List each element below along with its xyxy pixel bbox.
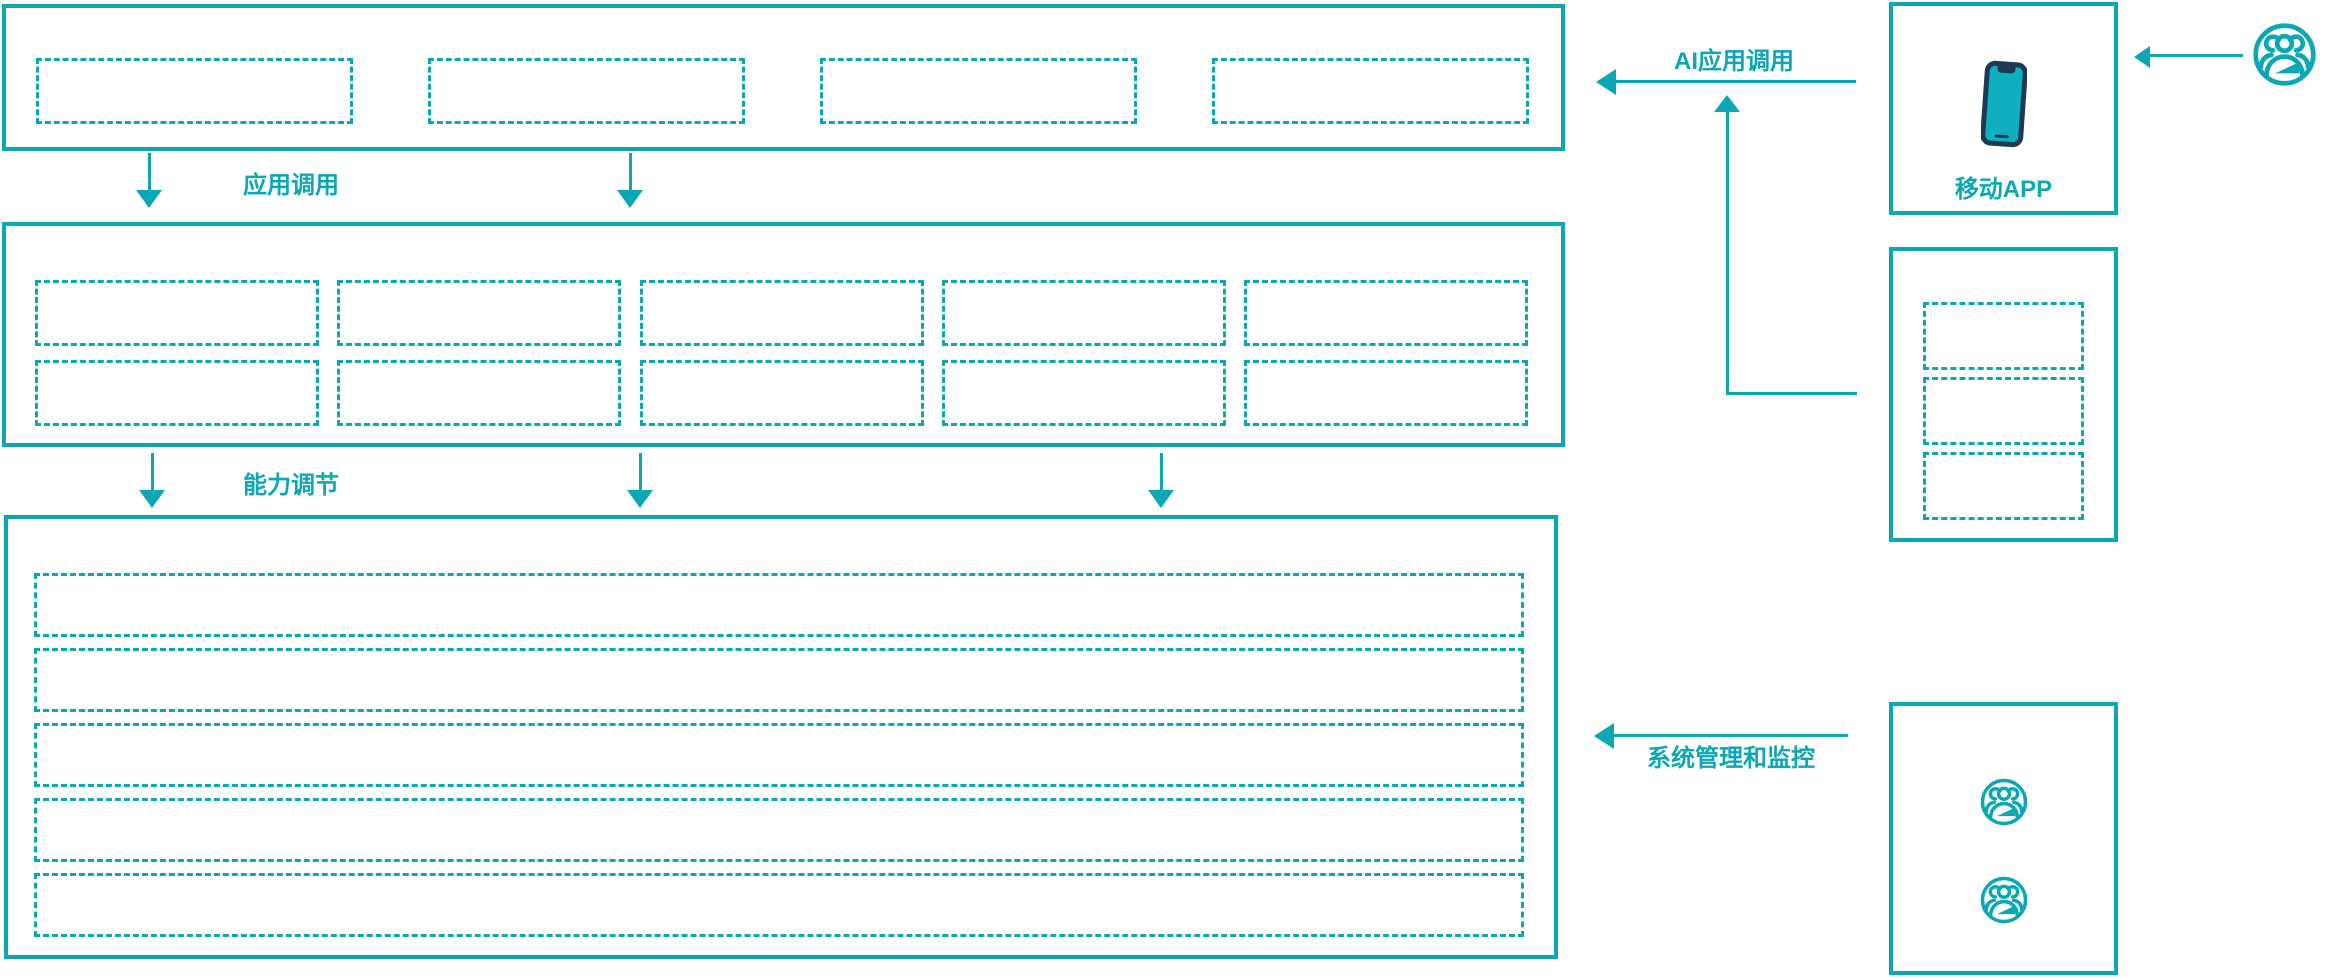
capability-slot: [941, 280, 1226, 346]
resource-row: [34, 873, 1524, 937]
capability-slot: [1244, 360, 1528, 426]
user-to-app-arrowhead: [2134, 46, 2150, 68]
ai-app-call-arrowhead: [1596, 69, 1616, 95]
application-slot: [428, 58, 745, 124]
user-group-icon: [1979, 875, 2029, 925]
capability-arrowhead: [627, 490, 653, 508]
platform-slot: [1923, 302, 2084, 370]
platform-up-arrowhead: [1714, 95, 1740, 112]
capability-label: 能力调节: [243, 472, 339, 499]
capability-slot: [941, 360, 1226, 426]
ai-app-call-arrow-line: [1613, 80, 1856, 83]
app-call-arrowhead: [136, 190, 162, 208]
app-call-arrow-line: [629, 153, 632, 191]
resource-row: [34, 648, 1524, 712]
mobile-app-label: 移动APP: [1954, 176, 2053, 203]
resource-row: [34, 573, 1524, 637]
resource-layer-box: [4, 515, 1558, 959]
app-call-arrowhead: [617, 190, 643, 208]
capability-arrowhead: [139, 490, 165, 508]
capability-slot: [35, 280, 319, 346]
application-layer-box: [2, 4, 1565, 151]
capability-arrow-line: [639, 453, 642, 491]
system-monitor-arrow-line: [1611, 734, 1848, 737]
user-group-icon: [2251, 21, 2318, 88]
capability-slot: [1244, 280, 1528, 346]
admin-users-box: [1889, 702, 2118, 975]
platform-up-arrow-line: [1726, 111, 1729, 395]
resource-row: [34, 723, 1524, 787]
capability-slot: [639, 360, 924, 426]
capability-arrowhead: [1148, 490, 1174, 508]
platform-connector-line: [1727, 392, 1857, 395]
capability-arrow-line: [151, 453, 154, 491]
platform-slot: [1923, 452, 2084, 520]
app-call-arrow-line: [148, 153, 151, 191]
system-monitor-arrowhead: [1594, 723, 1614, 749]
smartphone-icon: [1980, 60, 2027, 148]
application-slot: [820, 58, 1137, 124]
capability-arrow-line: [1160, 453, 1163, 491]
mobile-app-box: 移动APP: [1889, 2, 2118, 215]
application-slot: [1212, 58, 1529, 124]
ai-app-call-label: AI应用调用: [1674, 48, 1794, 75]
app-call-label: 应用调用: [243, 172, 339, 199]
user-group-icon: [1979, 777, 2029, 827]
resource-row: [34, 798, 1524, 862]
capability-layer-box: [2, 222, 1565, 447]
capability-slot: [35, 360, 319, 426]
user-to-app-arrow-line: [2149, 54, 2243, 57]
platform-box: [1889, 247, 2118, 542]
application-slot: [36, 58, 353, 124]
platform-slot: [1923, 377, 2084, 445]
capability-slot: [639, 280, 924, 346]
system-monitor-label: 系统管理和监控: [1647, 745, 1815, 772]
capability-slot: [337, 360, 622, 426]
capability-slot: [337, 280, 622, 346]
